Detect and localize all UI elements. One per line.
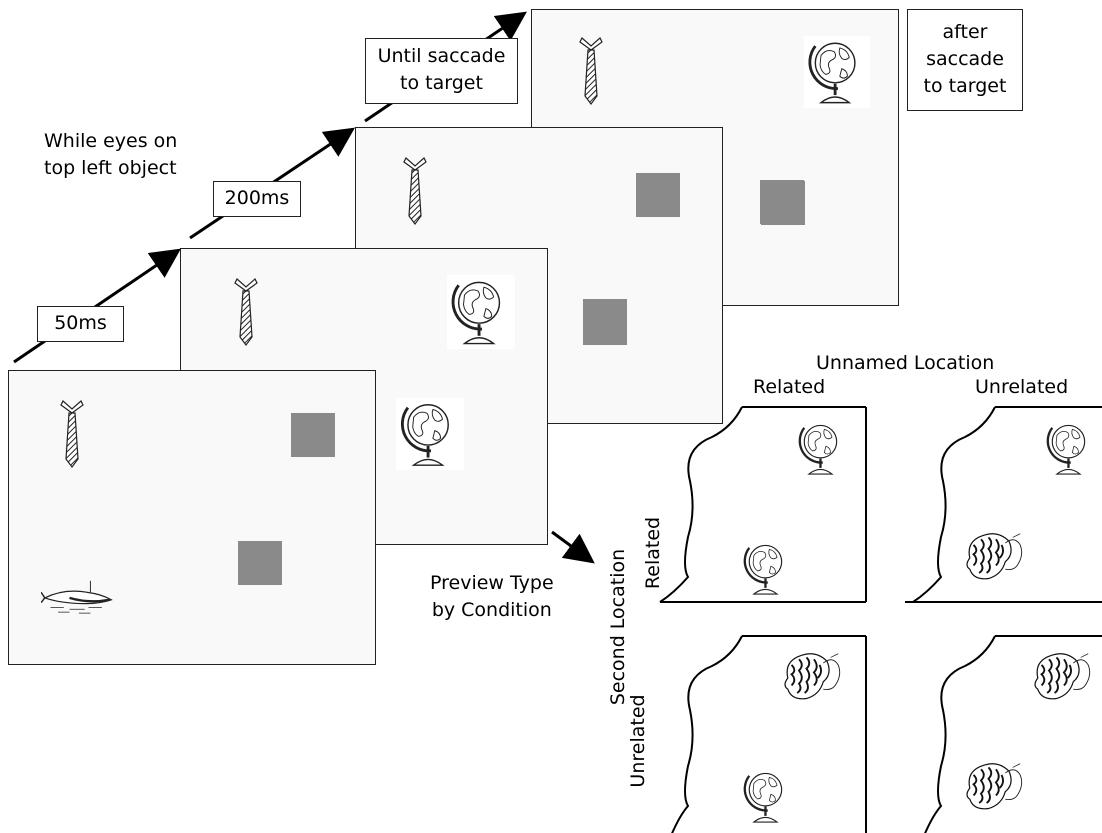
- column-related-label: Related: [753, 376, 826, 398]
- mask-square: [291, 413, 335, 457]
- globe-icon: [1043, 418, 1097, 480]
- hair-icon: [780, 650, 846, 706]
- globe-icon: [804, 36, 870, 108]
- row-unrelated-label: Unrelated: [627, 694, 649, 788]
- mask-square: [238, 541, 282, 585]
- step3-label: Until saccade to target: [365, 38, 518, 104]
- mask-square: [636, 173, 680, 217]
- hair-icon: [1030, 650, 1096, 706]
- row-related-label: Related: [642, 516, 664, 590]
- display-screen-1: [8, 370, 376, 665]
- mask-square: [760, 180, 804, 224]
- globe-icon: [740, 766, 794, 828]
- step2-duration-label: 200ms: [213, 181, 301, 217]
- step1-duration-label: 50ms: [37, 306, 124, 342]
- hair-icon: [962, 760, 1028, 816]
- globe-icon: [740, 538, 794, 600]
- globe-icon: [447, 275, 515, 349]
- globe-icon: [795, 418, 849, 480]
- column-header: Unnamed Location: [816, 352, 995, 374]
- step2-caption: While eyes on top left object: [44, 130, 178, 179]
- column-unrelated-label: Unrelated: [975, 376, 1069, 398]
- preview-type-label: Preview Type by Condition: [430, 572, 554, 621]
- step4-label: after saccade to target: [907, 9, 1023, 111]
- hair-icon: [962, 530, 1028, 586]
- mask-square: [583, 299, 627, 343]
- globe-icon: [396, 398, 464, 470]
- row-header: Second Location: [607, 548, 629, 706]
